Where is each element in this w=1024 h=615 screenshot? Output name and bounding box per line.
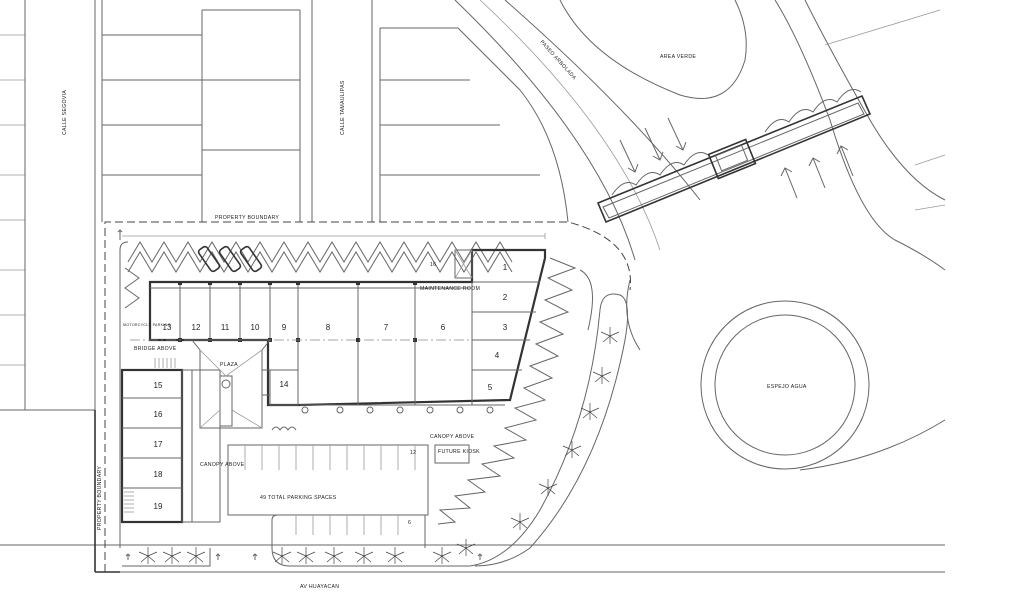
canopy-chevrons-left [124, 267, 140, 309]
maintenance-room-label: MAINTENANCE ROOM [420, 286, 480, 292]
unit-number: 13 [163, 323, 172, 332]
unit-number: 11 [221, 323, 230, 332]
unit-number: 19 [154, 502, 163, 511]
espejo-agua-label: ESPEJO AGUA [767, 384, 807, 390]
top-row-count-label: 12 [410, 450, 416, 456]
landscape-curb [119, 241, 629, 567]
bridge-above-label: BRIDGE ABOVE [134, 346, 177, 352]
plaza-label: PLAZA [220, 362, 238, 368]
unit-number: 1 [503, 263, 508, 272]
unit-number: 2 [503, 293, 508, 302]
unit-number: 18 [154, 470, 163, 479]
unit-number: 8 [326, 323, 331, 332]
unit-number: 9 [282, 323, 287, 332]
canopy-above-left-label: CANOPY ABOVE [200, 462, 245, 468]
unit-number: 5 [488, 383, 493, 392]
direction-arrows [619, 117, 854, 199]
unit-number: 10 [251, 323, 260, 332]
motorcycle-parking-label: MOTORCYCLE PARKING [123, 323, 171, 327]
pedestrian-bridge [596, 89, 872, 224]
property-boundary-top-label: PROPERTY BOUNDARY [215, 215, 279, 221]
unit-number: 6 [441, 323, 446, 332]
canopy-chevrons [127, 241, 513, 273]
espejo-agua [700, 300, 870, 470]
future-kiosk-label: FUTURE KIOSK [438, 449, 480, 455]
av-huayacan-label: AV HUAYACAN [300, 584, 339, 590]
unit-number: 3 [503, 323, 508, 332]
city-blocks [0, 0, 701, 411]
parked-cars [197, 245, 263, 273]
canopy-above-center-label: CANOPY ABOVE [430, 434, 475, 440]
unit-number: 16 [154, 410, 163, 419]
building-west [120, 358, 221, 524]
sawtooth-edge [437, 257, 577, 525]
property-boundary-side-label: PROPERTY BOUNDARY [97, 466, 103, 530]
unit-numbers: 13 12 11 10 9 8 7 6 1 2 3 4 5 15 16 17 1… [154, 263, 508, 511]
calle-segovia-label: CALLE SEGOVIA [62, 90, 68, 135]
corner-count-label: 16 [430, 262, 436, 268]
unit-number: 15 [154, 381, 163, 390]
parking-spaces-label: 49 TOTAL PARKING SPACES [260, 495, 337, 501]
unit-number: 4 [495, 351, 500, 360]
area-verde-label: AREA VERDE [660, 54, 696, 60]
unit-number: 14 [280, 380, 289, 389]
traffic-circle-roads [559, 0, 946, 471]
entrance-arrows [125, 553, 483, 560]
landscape-trees [138, 327, 620, 564]
plaza [190, 339, 299, 431]
property-boundary [104, 221, 631, 572]
calle-tamaulipas-label: CALLE TAMAULIPAS [340, 80, 346, 135]
bottom-row-count-label: 6 [408, 520, 411, 526]
parking-lot [227, 444, 470, 535]
unit-number: 12 [192, 323, 201, 332]
unit-number: 7 [384, 323, 389, 332]
unit-number: 17 [154, 440, 163, 449]
